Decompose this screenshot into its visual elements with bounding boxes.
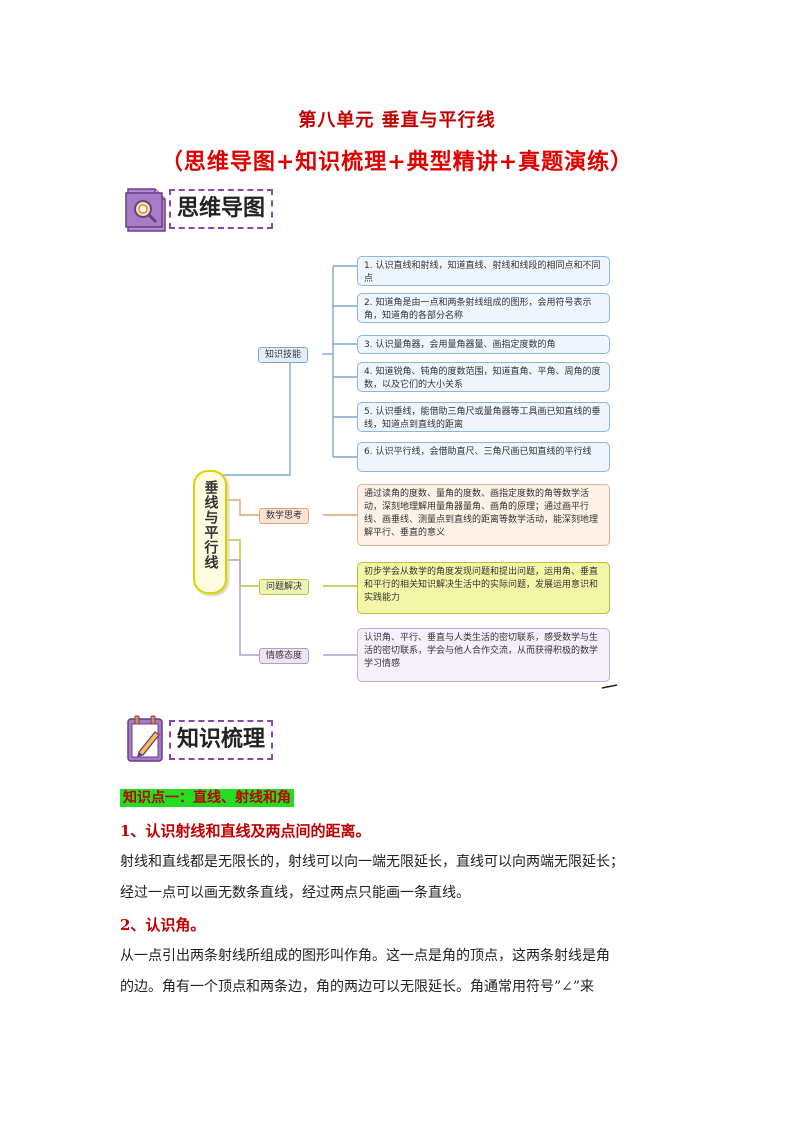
section-header-mindmap: 思维导图	[125, 183, 285, 235]
section-label-knowledge: 知识梳理	[169, 720, 274, 760]
magnifier-document-icon	[125, 188, 166, 232]
page-subtitle: （思维导图+知识梳理+典型精讲+真题演练）	[160, 149, 634, 175]
paragraph-line: 经过一点可以画无数条直线，经过两点只能画一条直线。	[120, 885, 470, 901]
skill-item-1: 1. 认识直线和射线，知道直线、射线和线段的相同点和不同点	[357, 256, 610, 286]
paragraph-line: 射线和直线都是无限长的，射线可以向一端无限延长，直线可以向两端无限延长；	[120, 854, 624, 870]
section-header-knowledge: 知识梳理	[125, 714, 285, 766]
branch-emotion: 情感态度	[259, 648, 310, 664]
page-title: 第八单元 垂直与平行线	[298, 110, 496, 131]
mindmap-center-label: 垂线与平行线	[202, 480, 219, 570]
mindmap-center-node: 垂线与平行线	[193, 470, 227, 594]
emotion-text: 认识角、平行、垂直与人类生活的密切联系，感受数学与生活的密切联系，学会与他人合作…	[357, 628, 610, 682]
knowledge-point-heading: 知识点一：直线、射线和角	[120, 789, 294, 807]
solve-text: 初步学会从数学的角度发现问题和提出问题，运用角、垂直和平行的相关知识解决生活中的…	[357, 562, 610, 614]
branch-think: 数学思考	[259, 508, 310, 524]
notebook-pencil-icon	[127, 715, 163, 762]
skill-item-2: 2. 知道角是由一点和两条射线组成的图形，会用符号表示角，知道角的各部分名称	[357, 293, 610, 323]
branch-skill: 知识技能	[258, 347, 309, 363]
skill-item-3: 3. 认识量角器，会用量角器量、画指定度数的角	[357, 335, 610, 354]
sub-heading-2: 2、认识角。	[120, 916, 206, 934]
think-text: 通过读角的度数、量角的度数、画指定度数的角等数学活动，深刻地理解用量角器量角、画…	[357, 484, 610, 546]
paragraph-line: 从一点引出两条射线所组成的图形叫作角。这一点是角的顶点，这两条射线是角	[120, 948, 610, 964]
paragraph-line: 的边。角有一个顶点和两条边，角的两边可以无限延长。角通常用符号”∠”来	[120, 979, 595, 995]
skill-item-5: 5. 认识垂线，能借助三角尺或量角器等工具画已知直线的垂线，知道点到直线的距离	[357, 402, 610, 432]
sub-heading-1: 1、认识射线和直线及两点间的距离。	[120, 822, 371, 840]
skill-item-6: 6. 认识平行线，会借助直尺、三角尺画已知直线的平行线	[357, 442, 610, 472]
skill-item-4: 4. 知道锐角、钝角的度数范围，知道直角、平角、周角的度数，以及它们的大小关系	[357, 362, 610, 392]
section-label-mindmap: 思维导图	[169, 189, 274, 229]
branch-solve: 问题解决	[259, 579, 310, 595]
